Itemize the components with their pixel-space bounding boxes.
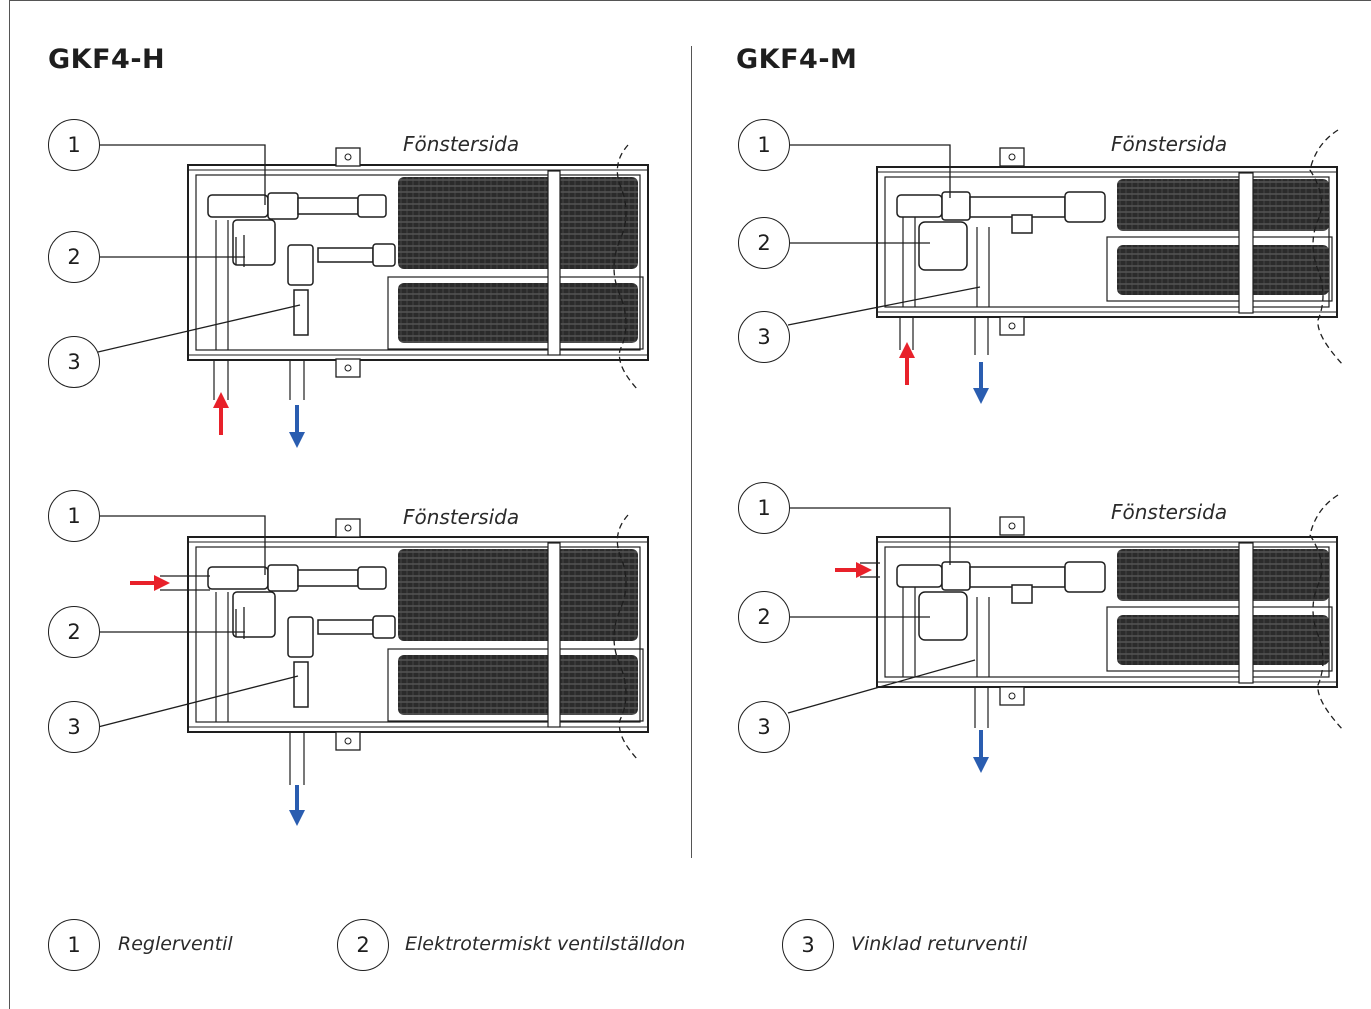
window-side-label: Fönstersida bbox=[1111, 500, 1228, 524]
legend-text-2: Elektrotermiskt ventilställdon bbox=[405, 933, 686, 955]
page-frame bbox=[9, 0, 1371, 1009]
legend-number-2: 2 bbox=[337, 919, 389, 971]
window-side-label: Fönstersida bbox=[403, 505, 520, 529]
callout-1: 1 bbox=[48, 119, 100, 171]
legend-text-3: Vinklad returventil bbox=[851, 933, 1028, 955]
legend-text-1: Reglerventil bbox=[118, 933, 233, 955]
callout-1: 1 bbox=[48, 490, 100, 542]
callout-3: 3 bbox=[48, 336, 100, 388]
legend-number-3: 3 bbox=[782, 919, 834, 971]
legend-number-1: 1 bbox=[48, 919, 100, 971]
callout-2: 2 bbox=[738, 217, 790, 269]
unit-m-bottom bbox=[787, 494, 1345, 773]
callout-2: 2 bbox=[48, 231, 100, 283]
column-divider bbox=[691, 46, 692, 858]
callout-1: 1 bbox=[738, 482, 790, 534]
callout-2: 2 bbox=[738, 591, 790, 643]
callout-3: 3 bbox=[738, 311, 790, 363]
window-side-label: Fönstersida bbox=[403, 132, 520, 156]
unit-h-top bbox=[97, 144, 649, 448]
callout-3: 3 bbox=[48, 701, 100, 753]
callout-3: 3 bbox=[738, 701, 790, 753]
unit-m-top bbox=[787, 129, 1345, 404]
window-side-label: Fönstersida bbox=[1111, 132, 1228, 156]
left-title: GKF4-H bbox=[48, 44, 166, 75]
callout-1: 1 bbox=[738, 119, 790, 171]
right-title: GKF4-M bbox=[736, 44, 858, 75]
callout-2: 2 bbox=[48, 606, 100, 658]
unit-h-bottom bbox=[97, 514, 649, 826]
